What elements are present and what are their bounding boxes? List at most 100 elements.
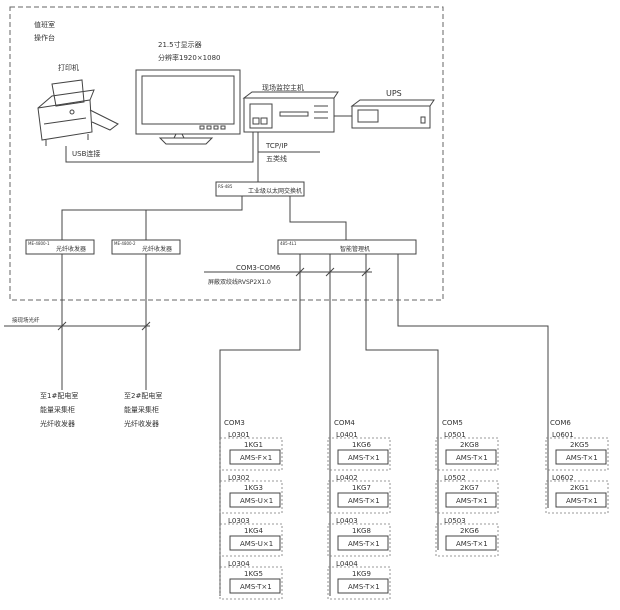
mgr-tag: 485-4L1 <box>280 241 297 246</box>
printer-icon <box>37 79 119 146</box>
meter-item-L0301: L0301 1KG1 AMS-F×1 <box>219 431 283 471</box>
room-label-2: 操作台 <box>34 33 55 42</box>
loop-label: L0501 <box>444 431 466 439</box>
fiber-tick-1 <box>57 321 67 331</box>
meter-label: AMS-T×1 <box>566 497 598 505</box>
meter-item-L0602: L0602 2KG1 AMS-T×1 <box>545 474 609 514</box>
meter-item-L0302: L0302 1KG3 AMS-U×1 <box>219 474 283 514</box>
cabinet-label: 2KG7 <box>460 484 479 492</box>
meter-item-L0404: L0404 1KG9 AMS-T×1 <box>327 560 391 600</box>
switch-tag: RS-485 <box>218 184 233 189</box>
remote2-line2: 能量采集柜 <box>124 405 159 414</box>
meter-box <box>445 449 497 465</box>
ethernet-switch <box>215 181 305 197</box>
switch-to-mgr <box>289 196 347 240</box>
meter-box <box>337 492 389 508</box>
meter-box <box>555 449 607 465</box>
mgr-label: 智能管理机 <box>340 245 370 253</box>
meter-label: AMS-U×1 <box>240 497 273 505</box>
com-label-1: COM3-COM6 <box>236 264 281 272</box>
control-room-boundary <box>9 6 444 301</box>
meter-box <box>229 449 281 465</box>
meter-item-L0401: L0401 1KG6 AMS-T×1 <box>327 431 391 471</box>
meter-box <box>229 492 281 508</box>
meter-box <box>445 535 497 551</box>
com3-label: COM3 <box>224 419 245 427</box>
cabinet-label: 1KG3 <box>244 484 263 492</box>
meter-item-L0601: L0601 2KG5 AMS-T×1 <box>545 431 609 471</box>
loop-label: L0602 <box>552 474 574 482</box>
cabinet-label: 2KG1 <box>570 484 589 492</box>
meter-cabinet-box <box>545 437 609 471</box>
fiber-transceiver-1 <box>25 239 95 255</box>
cabinet-label: 1KG7 <box>352 484 371 492</box>
remote1-line3: 光纤收发器 <box>40 419 75 428</box>
remote2-line3: 光纤收发器 <box>124 419 159 428</box>
meter-box <box>555 492 607 508</box>
intelligent-manager <box>277 239 417 255</box>
meter-cabinet-box <box>219 480 283 514</box>
cabinet-label: 1KG5 <box>244 570 263 578</box>
remote1-line2: 能量采集柜 <box>40 405 75 414</box>
cabinet-label: 2KG6 <box>460 527 479 535</box>
com-tick-5 <box>361 267 371 277</box>
meter-cabinet-box <box>327 566 391 600</box>
meter-label: AMS-T×1 <box>240 583 272 591</box>
com6-label: COM6 <box>550 419 571 427</box>
com-tick-3 <box>295 267 305 277</box>
meter-cabinet-box <box>327 437 391 471</box>
cabinet-label: 1KG6 <box>352 441 371 449</box>
printer-host-cable <box>65 132 254 163</box>
meter-box <box>337 535 389 551</box>
cabinet-label: 2KG5 <box>570 441 589 449</box>
ups-icon <box>350 99 435 129</box>
meter-box <box>229 578 281 594</box>
meter-item-L0503: L0503 2KG6 AMS-T×1 <box>435 517 499 557</box>
meter-label: AMS-T×1 <box>348 454 380 462</box>
meter-cabinet-box <box>435 480 499 514</box>
tcpip-label-1: TCP/IP <box>265 142 288 150</box>
meter-label: AMS-T×1 <box>348 583 380 591</box>
meter-box <box>337 449 389 465</box>
room-label-1: 值班室 <box>34 20 55 29</box>
loop-label: L0303 <box>228 517 250 525</box>
meter-cabinet-box <box>219 523 283 557</box>
meter-box <box>445 492 497 508</box>
meter-label: AMS-T×1 <box>348 540 380 548</box>
remote1-line1: 至1#配电室 <box>40 391 78 400</box>
switch-label: 工业级以太网交换机 <box>248 187 302 195</box>
loop-label: L0304 <box>228 560 250 568</box>
remote2-line1: 至2#配电室 <box>124 391 162 400</box>
loop-label: L0401 <box>336 431 358 439</box>
meter-label: AMS-F×1 <box>240 454 272 462</box>
loop-label: L0503 <box>444 517 466 525</box>
cabinet-label: 1KG4 <box>244 527 263 535</box>
com-tick-4 <box>325 267 335 277</box>
meter-cabinet-box <box>219 566 283 600</box>
fire2-tag: ME-4800-2 <box>114 241 136 246</box>
loop-label: L0302 <box>228 474 250 482</box>
com-label-2: 屏蔽双绞线RVSP2X1.0 <box>208 278 271 286</box>
cabinet-label: 1KG9 <box>352 570 371 578</box>
meter-label: AMS-T×1 <box>456 540 488 548</box>
loop-label: L0502 <box>444 474 466 482</box>
cabinet-label: 2KG8 <box>460 441 479 449</box>
meter-cabinet-box <box>219 437 283 471</box>
meter-cabinet-box <box>327 523 391 557</box>
cabinet-label: 1KG8 <box>352 527 371 535</box>
monitor-icon <box>135 69 241 145</box>
fire2-label: 光纤收发器 <box>142 245 172 253</box>
fiber-label: 接现场光纤 <box>12 316 40 324</box>
meter-label: AMS-U×1 <box>240 540 273 548</box>
meter-item-L0502: L0502 2KG7 AMS-T×1 <box>435 474 499 514</box>
meter-item-L0303: L0303 1KG4 AMS-U×1 <box>219 517 283 557</box>
meter-item-L0304: L0304 1KG5 AMS-T×1 <box>219 560 283 600</box>
meter-cabinet-box <box>327 480 391 514</box>
fire1-tag: ME-4800-1 <box>28 241 50 246</box>
meter-cabinet-box <box>435 437 499 471</box>
com5-label: COM5 <box>442 419 463 427</box>
meter-cabinet-box <box>545 480 609 514</box>
tcpip-label-2: 五类线 <box>266 154 287 163</box>
meter-item-L0402: L0402 1KG7 AMS-T×1 <box>327 474 391 514</box>
